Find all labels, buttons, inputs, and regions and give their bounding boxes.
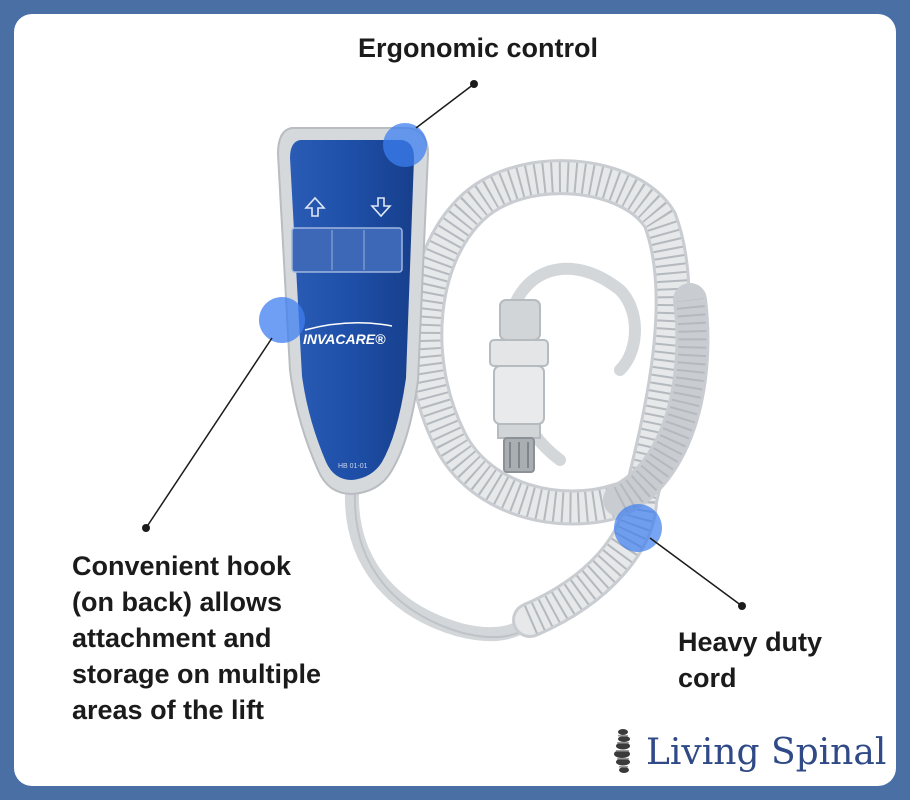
- controller-face: [290, 140, 414, 480]
- spine-icon: [614, 729, 630, 773]
- highlight-cord: [614, 504, 662, 552]
- label-heavy-duty-cord: Heavy duty cord: [678, 627, 823, 693]
- watermark-text: Living Spinal: [646, 731, 887, 773]
- leader-line-top: [415, 80, 478, 129]
- model-code: HB 01-01: [338, 463, 368, 470]
- watermark: Living Spinal: [608, 724, 886, 780]
- down-arrow-icon: [370, 197, 392, 218]
- coiled-cord: [407, 159, 710, 638]
- content-panel: [14, 14, 896, 786]
- straight-cable: [344, 485, 537, 642]
- highlight-hook: [259, 297, 305, 343]
- leader-line-left: [142, 337, 273, 532]
- leader-line-right: [649, 537, 746, 610]
- control-buttons: [291, 227, 403, 273]
- label-convenient-hook: Convenient hook (on back) allows attachm…: [72, 551, 322, 725]
- brand-logo: INVACARE®: [303, 331, 386, 347]
- highlight-ergonomic: [383, 123, 427, 167]
- connector-plug: [489, 299, 549, 473]
- up-arrow-icon: [304, 196, 326, 217]
- label-ergonomic-control: Ergonomic control: [358, 33, 599, 63]
